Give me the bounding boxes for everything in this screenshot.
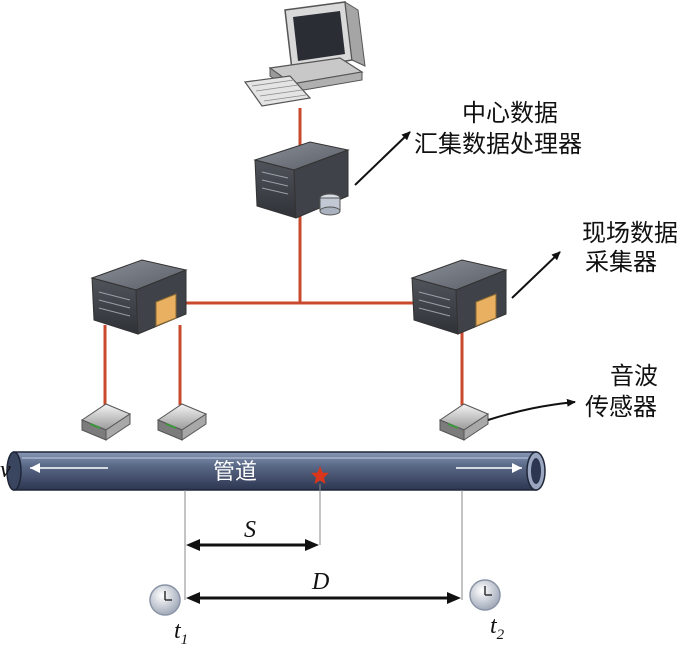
pipeline — [6, 451, 546, 491]
time-t2-label: t2 — [490, 613, 505, 643]
acoustic-sensor-icon — [438, 403, 490, 441]
computer-icon — [243, 1, 366, 107]
central-callout-arrow — [354, 131, 411, 186]
time-t1-label: t1 — [174, 618, 188, 648]
distance-d-arrow — [186, 592, 461, 604]
left-field-collector-icon — [90, 259, 188, 335]
leak-star-icon — [311, 466, 329, 484]
sensor-label-line2: 传感器 — [585, 393, 657, 421]
sensor-label-line1: 音波 — [610, 362, 658, 390]
distance-s-label: S — [244, 517, 256, 543]
clock-icon — [149, 584, 181, 616]
distance-d-label: D — [311, 569, 329, 595]
network-wires — [103, 108, 464, 405]
velocity-label: v — [0, 457, 11, 483]
left-flow-arrow — [30, 463, 108, 473]
clock-icon — [469, 579, 501, 611]
field-callout-arrow — [511, 251, 561, 299]
central-label-line2: 汇集数据处理器 — [414, 130, 582, 158]
field-label-line2: 采集器 — [585, 248, 657, 276]
acoustic-sensor-icon — [156, 403, 208, 441]
central-label-line1: 中心数据 — [462, 99, 558, 127]
right-field-collector-icon — [410, 259, 508, 335]
measurement-guides — [184, 484, 463, 600]
acoustic-sensor-icon — [80, 403, 132, 441]
field-label-line1: 现场数据 — [582, 219, 678, 247]
pipe-label: 管道 — [213, 460, 257, 485]
right-flow-arrow — [456, 463, 522, 473]
sensor-callout-arrow — [487, 398, 576, 421]
distance-s-arrow — [186, 539, 319, 551]
central-server-icon — [253, 141, 350, 219]
